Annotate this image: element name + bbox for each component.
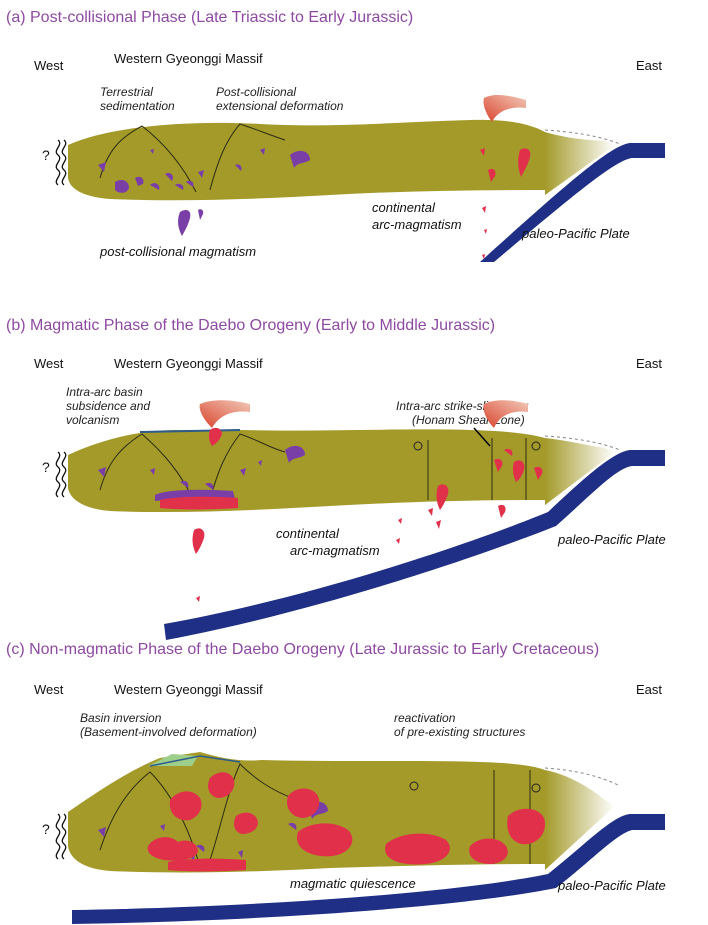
panel-a-extension-label-1: Post-collisional bbox=[216, 85, 296, 99]
panel-b-break-line-1 bbox=[56, 452, 59, 497]
panel-a: (a) Post-collisional Phase (Late Triassi… bbox=[6, 9, 665, 262]
panel-a-massif-label: Western Gyeonggi Massif bbox=[114, 51, 263, 66]
panel-a-title: (a) Post-collisional Phase (Late Triassi… bbox=[6, 9, 413, 26]
panel-a-post-collisional-label: post-collisional magmatism bbox=[99, 244, 256, 259]
panel-a-volcanic-plume bbox=[483, 95, 526, 122]
panel-c-inversion-label-2: (Basement-involved deformation) bbox=[80, 725, 257, 739]
panel-c-quiescence-label: magmatic quiescence bbox=[290, 876, 416, 891]
panel-b-crust bbox=[68, 429, 545, 512]
panel-c-inversion-label-1: Basin inversion bbox=[80, 711, 162, 725]
panel-b-continental-arc-label-2: arc-magmatism bbox=[290, 543, 380, 558]
panel-b-west-label: West bbox=[34, 356, 64, 371]
panel-a-terrestrial-label-1: Terrestrial bbox=[100, 85, 153, 99]
panel-b-basin-label-3: volcanism bbox=[66, 413, 119, 427]
panel-c-reactivation-label-1: reactivation bbox=[394, 711, 456, 725]
panel-c-break-line-1 bbox=[56, 814, 59, 859]
panel-a-west-label: West bbox=[34, 58, 64, 73]
panel-c-unknown-mark: ? bbox=[42, 821, 50, 837]
panel-b-east-label: East bbox=[636, 356, 662, 371]
panel-c-east-label: East bbox=[636, 682, 662, 697]
panel-b-massif-label: Western Gyeonggi Massif bbox=[114, 356, 263, 371]
panel-c-title: (c) Non-magmatic Phase of the Daebo Orog… bbox=[6, 641, 599, 658]
panel-a-terrestrial-label-2: sedimentation bbox=[100, 99, 175, 113]
panel-a-break-line-2 bbox=[62, 140, 65, 185]
panel-b-plate-label: paleo-Pacific Plate bbox=[557, 532, 666, 547]
panel-a-break-line-1 bbox=[56, 140, 59, 185]
panel-a-unknown-mark: ? bbox=[42, 147, 50, 163]
panel-c-plate-label: paleo-Pacific Plate bbox=[557, 878, 666, 893]
panel-b: (b) Magmatic Phase of the Daebo Orogeny … bbox=[6, 317, 666, 640]
panel-b-basin-label-1: Intra-arc basin bbox=[66, 385, 143, 399]
panel-b-unknown-mark: ? bbox=[42, 459, 50, 475]
panel-a-east-label: East bbox=[636, 58, 662, 73]
panel-c-break-line-2 bbox=[62, 814, 65, 859]
panel-b-volcanic-plume-1 bbox=[200, 400, 250, 428]
panel-a-extension-label-2: extensional deformation bbox=[216, 99, 344, 113]
panel-c-massif-label: Western Gyeonggi Massif bbox=[114, 682, 263, 697]
panel-c: (c) Non-magmatic Phase of the Daebo Orog… bbox=[6, 641, 666, 924]
panel-a-plate-label: paleo-Pacific Plate bbox=[521, 226, 630, 241]
panel-a-continental-arc-label-1: continental bbox=[372, 200, 436, 215]
panel-b-continental-arc-label-1: continental bbox=[276, 526, 340, 541]
panel-b-shear-label-2: (Honam Shear Zone) bbox=[412, 413, 525, 427]
panel-b-basin-label-2: subsidence and bbox=[66, 399, 150, 413]
panel-c-reactivation-label-2: of pre-existing structures bbox=[394, 725, 525, 739]
panel-c-west-label: West bbox=[34, 682, 64, 697]
panel-b-break-line-2 bbox=[62, 452, 65, 497]
panel-a-continental-arc-label-2: arc-magmatism bbox=[372, 217, 462, 232]
panel-b-title: (b) Magmatic Phase of the Daebo Orogeny … bbox=[6, 317, 495, 334]
